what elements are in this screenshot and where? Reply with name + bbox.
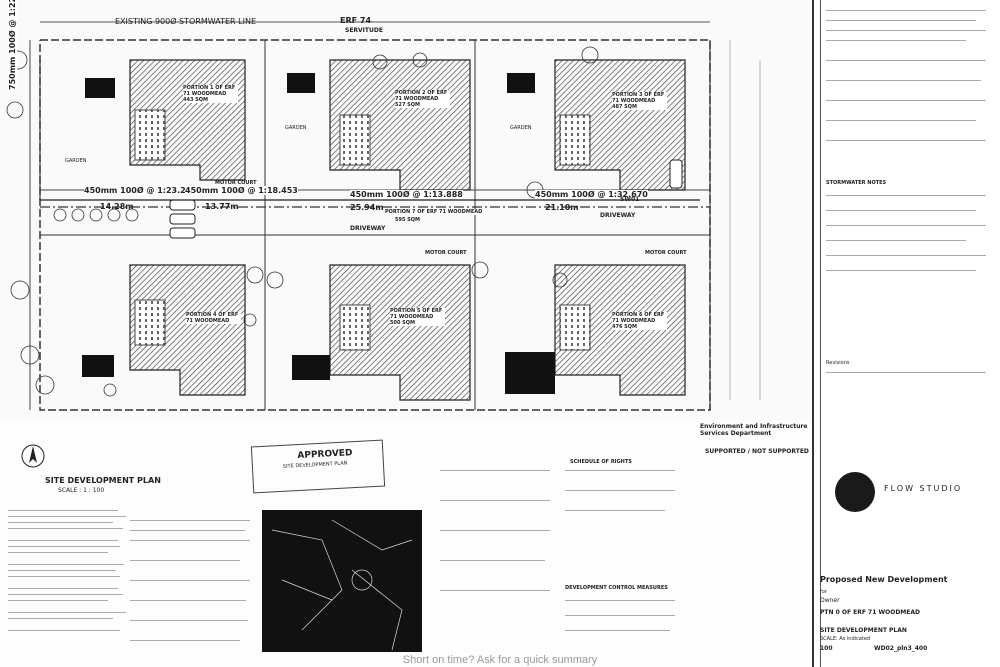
motor-court-2: MOTOR COURT <box>425 250 467 256</box>
portion-7-area: 595 SQM <box>395 217 421 223</box>
erf74-label: ERF 74 <box>340 16 372 25</box>
site-dev-scale: SCALE : 1 : 100 <box>58 487 105 494</box>
portion-1-label: PORTION 1 OF ERF 71 WOODMEAD 443 SQM <box>183 85 238 103</box>
erf-label: PTN 0 OF ERF 71 WOODMEAD <box>820 609 920 616</box>
pipe-label-4: 450mm 100Ø @ 1:32.670 <box>535 190 648 199</box>
stormwater-notes-title: STORMWATER NOTES <box>826 180 887 186</box>
site-plan-drawing <box>6 21 761 411</box>
dim-3: 25.94m <box>350 203 384 212</box>
portion-7-label: PORTION 7 OF ERF 71 WOODMEAD <box>385 209 483 215</box>
dim-4: 21.10m <box>545 203 579 212</box>
owner-label: Owner <box>820 597 840 604</box>
dev-control-title: DEVELOPMENT CONTROL MEASURES <box>565 585 668 591</box>
project-title: Proposed New Development <box>820 575 948 584</box>
title-block: STORMWATER NOTES Revisions FLOW STUDIO P… <box>812 0 1000 667</box>
portion-6-label: PORTION 6 OF ERF 71 WOODMEAD 476 SQM <box>612 312 667 330</box>
project-for: for <box>820 589 827 595</box>
garden-label-2: GARDEN <box>285 125 307 131</box>
garden-label-1: GARDEN <box>65 158 87 164</box>
sw01-label: SW01 <box>620 196 640 203</box>
dim-1: 14.28m <box>100 202 134 211</box>
portion-2-label: PORTION 2 OF ERF 71 WOODMEAD 527 SQM <box>395 90 450 108</box>
revisions-label: Revisions <box>826 360 850 366</box>
pipe-label-2: 450mm 100Ø @ 1:18.453 <box>185 186 298 195</box>
site-dev-title: SITE DEVELOPMENT PLAN <box>45 476 161 485</box>
summary-caption: Short on time? Ask for a quick summary <box>402 654 598 666</box>
locality-map-image <box>262 510 422 652</box>
pipe-label-1: 450mm 100Ø @ 1:23.233 <box>84 186 197 195</box>
motor-court-1: MOTOR COURT <box>215 180 257 186</box>
env-dept-label: Environment and Infrastructure Services … <box>700 423 808 437</box>
driveway-2: DRIVEWAY <box>600 212 636 219</box>
pipe-label-3: 450mm 100Ø @ 1:13.888 <box>350 190 463 199</box>
schedule-title: SCHEDULE OF RIGHTS <box>570 459 632 465</box>
flow-studio-logo-icon <box>835 472 875 512</box>
servitude-label: SERVITUDE <box>345 27 383 34</box>
approved-stamp: APPROVED SITE DEVELOPMENT PLAN <box>250 439 386 494</box>
stormwater-line-label: EXISTING 900Ø STORMWATER LINE <box>115 17 256 26</box>
supported-label: SUPPORTED / NOT SUPPORTED <box>705 448 809 455</box>
scale-label: SCALE: As indicated <box>820 636 871 642</box>
dim-2: 13.77m <box>205 202 239 211</box>
garden-label-3: GARDEN <box>510 125 532 131</box>
studio-name: FLOW STUDIO <box>884 484 963 493</box>
sheet-number: 100 <box>820 645 833 652</box>
portion-4-label: PORTION 4 OF ERF 71 WOODMEAD <box>186 312 241 324</box>
drawing-number: WD02_pln3_400 <box>874 645 928 652</box>
sheet-title: SITE DEVELOPMENT PLAN <box>820 627 907 634</box>
north-arrow-icon <box>21 444 45 468</box>
portion-5-label: PORTION 5 OF ERF 71 WOODMEAD 500 SQM <box>390 308 445 326</box>
driveway-1: DRIVEWAY <box>350 225 386 232</box>
pipe-label-vertical: 750mm 100Ø @ 1:224.238 <box>8 0 17 90</box>
motor-court-3: MOTOR COURT <box>645 250 687 256</box>
portion-3-label: PORTION 3 OF ERF 71 WOODMEAD 487 SQM <box>612 92 667 110</box>
